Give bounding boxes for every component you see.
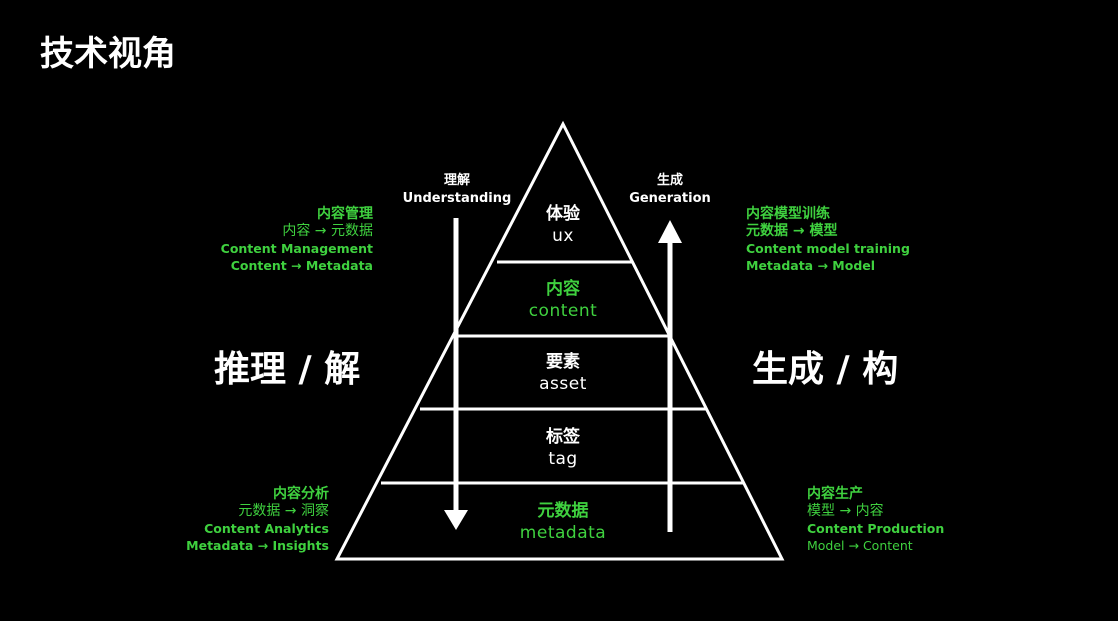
layer-asset-zh: 要素 [546,352,580,372]
layer-tag: 标签 tag [483,426,643,470]
layer-tag-en: tag [548,449,578,469]
note-bottom-left-en2: Metadata → Insights [186,538,329,553]
note-top-right: 内容模型训练 元数据 → 模型 Content model training M… [746,206,910,274]
generation-label-zh: 生成 [656,173,683,188]
note-bottom-right-en1: Content Production [807,521,945,536]
note-top-right-sub: 元数据 → 模型 [746,223,838,239]
up-arrow-head [658,220,682,243]
layer-tag-zh: 标签 [546,427,580,447]
layer-ux: 体验 ux [483,203,643,247]
layer-asset-en: asset [539,374,587,394]
note-top-right-title: 内容模型训练 [746,206,830,222]
layer-content-en: content [528,301,598,321]
layer-ux-zh: 体验 [546,204,580,224]
layer-metadata-en: metadata [519,523,607,543]
note-bottom-left: 内容分析 元数据 → 洞察 Content Analytics Metadata… [186,486,329,554]
note-top-left-sub: 内容 → 元数据 [282,223,373,239]
note-top-left-en1: Content Management [220,241,373,256]
layer-ux-en: ux [552,226,574,246]
note-top-left-en2: Content → Metadata [230,258,373,273]
layer-metadata-zh: 元数据 [537,501,589,521]
note-bottom-right: 内容生产 模型 → 内容 Content Production Model → … [807,486,944,554]
understanding-label-zh: 理解 [443,173,470,188]
layer-content: 内容 content [483,278,643,322]
understanding-label-en: Understanding [402,191,512,206]
layer-metadata: 元数据 metadata [483,500,643,544]
right-big-label: 生成 / 构 [752,349,899,390]
note-top-left: 内容管理 内容 → 元数据 Content Management Content… [221,206,373,274]
left-big-label: 推理 / 解 [214,349,361,390]
note-top-right-en2: Metadata → Model [746,258,876,273]
page-title: 技术视角 [40,34,176,74]
note-top-left-title: 内容管理 [317,206,373,222]
understanding-label: 理解 Understanding [392,172,522,208]
note-bottom-right-title: 内容生产 [807,486,863,502]
down-arrow-head [444,510,468,530]
generation-label: 生成 Generation [612,172,728,208]
layer-content-zh: 内容 [546,279,580,299]
note-bottom-right-sub: 模型 → 内容 [807,503,884,519]
note-top-right-en1: Content model training [746,241,910,256]
layer-asset: 要素 asset [483,351,643,395]
note-bottom-left-sub: 元数据 → 洞察 [238,503,329,519]
note-bottom-right-en2: Model → Content [807,538,913,553]
generation-label-en: Generation [629,191,711,206]
note-bottom-left-title: 内容分析 [273,486,329,502]
note-bottom-left-en1: Content Analytics [204,521,329,536]
